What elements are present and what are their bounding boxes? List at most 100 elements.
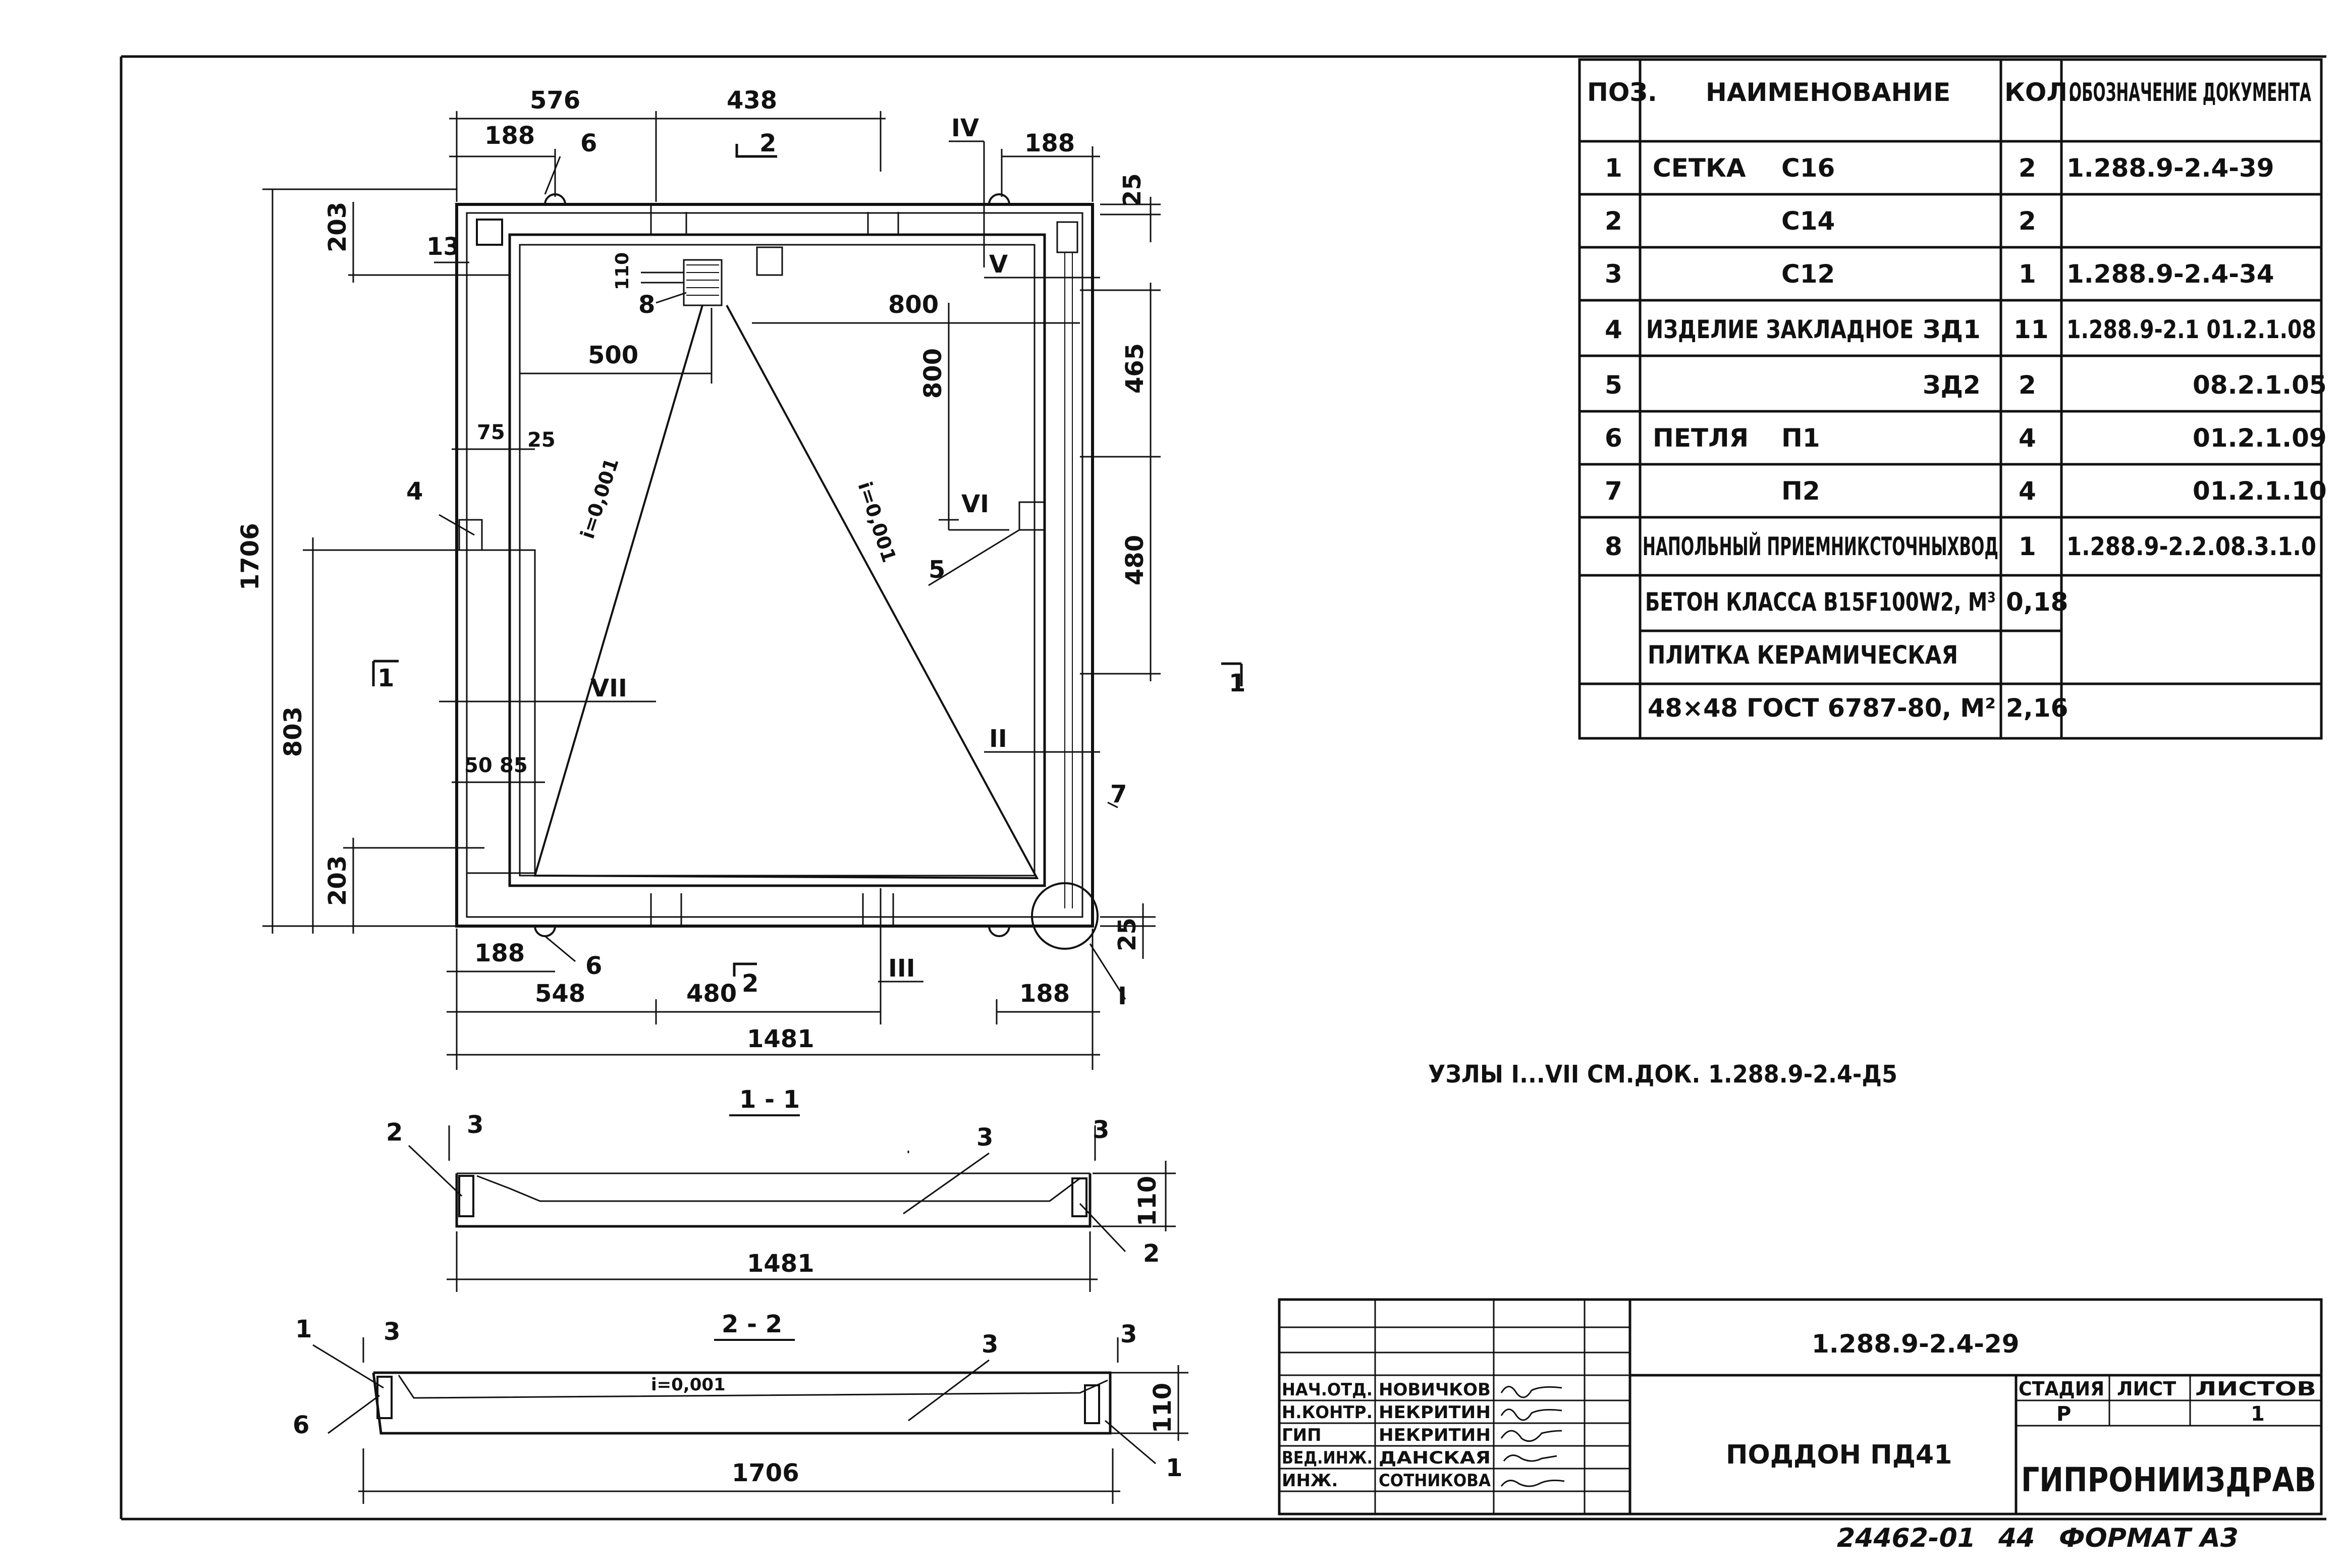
bom-row-qty: 2 [2019,370,2036,400]
bom-header-pos: ПОЗ. [1587,78,1657,107]
plan-dimension-lines [262,111,1161,1070]
signer-role: Н.КОНТР. [1282,1402,1373,1423]
callout-6-bottom: 6 [585,952,602,980]
callout-13: 13 [426,233,460,261]
sheet-label: ЛИСТ [2117,1378,2176,1400]
sheets-value: 1 [2251,1402,2265,1426]
bom-row-mark: ЗД2 [1923,370,1981,400]
dim-438: 438 [727,86,777,115]
bom-row-qty: 4 [2019,476,2036,506]
bom-rows: 1 СЕТКА С16 2 1.288.9-2.4-39 2 С14 2 3 С… [1605,153,2327,723]
bom-row-doc: 1.288.9-2.2.08.3.1.0 [2066,532,2316,561]
stage-value: Р [2056,1402,2071,1426]
organization-name: ГИПРОНИИЗДРАВ [2021,1461,2316,1499]
dim-110-plan: 110 [612,252,633,290]
bom-row-name: ИЗДЕЛИЕ ЗАКЛАДНОЕ [1646,315,1914,344]
callout-4: 4 [406,477,423,506]
callout-5: 5 [929,556,945,584]
signer-name: НЕКРИТИН [1379,1425,1491,1445]
bom-row-qty: 2 [2019,206,2036,236]
dim-3-s2-left: 3 [384,1318,400,1346]
slope-section-2-2: i=0,001 [651,1375,726,1395]
dim-803: 803 [279,707,307,757]
node-II: II [989,725,1007,753]
callout-6-top: 6 [580,129,597,157]
signer-role: ИНЖ. [1282,1471,1338,1491]
dim-25-top-right: 25 [1118,173,1147,207]
dim-50: 50 [464,754,493,777]
cut-mark-2-top: 2 [759,129,776,157]
dim-110-s2: 110 [1149,1383,1177,1433]
bom-row-name: СЕТКА [1653,153,1746,183]
signer-name: ДАНСКАЯ [1379,1448,1491,1468]
dim-1706-s2: 1706 [732,1459,799,1487]
dim-576: 576 [530,86,580,115]
callout-3: 3 [976,1123,993,1152]
dim-75: 75 [477,421,505,444]
doc-code: 1.288.9-2.4-29 [1812,1329,2020,1359]
section-1-1: 1 - 1 3 3 110 1481 2 3 2 [386,1086,1176,1292]
section-markers [372,140,1243,1000]
bom-row-name: ПЛИТКА КЕРАМИЧЕСКАЯ [1648,640,1958,670]
bom-row-doc: 01.2.1.09 [2193,423,2327,453]
callout-8: 8 [638,291,655,319]
signer-name: НОВИЧКОВ [1379,1380,1491,1400]
bom-row-qty: 2,16 [2006,693,2068,723]
dim-548: 548 [535,980,585,1008]
archive-number: 24462-01 [1837,1523,1976,1553]
dim-1481-plan: 1481 [747,1025,814,1053]
bom-row-qty: 1 [2019,259,2036,289]
dim-25-inner: 25 [527,428,556,452]
bom-table: ПОЗ. НАИМЕНОВАНИЕ КОЛ. ОБОЗНАЧЕНИЕ ДОКУМ… [1578,58,2327,740]
bom-row-qty: 1 [2019,532,2036,561]
bom-row-mark: П2 [1781,476,1820,506]
cut-mark-2-bottom: 2 [742,969,758,998]
bom-row-doc: 1.288.9-2.1 01.2.1.08 [2066,315,2316,344]
node-VII: VII [590,674,627,702]
cut-mark-1-left: 1 [377,664,394,692]
bom-row-name: НАПОЛЬНЫЙ ПРИЕМНИКСТОЧНЫХВОД [1643,531,1998,561]
callout-1-right: 1 [1166,1454,1182,1482]
dim-188-bottom-right: 188 [1019,980,1070,1008]
plan-labels: 576 438 188 188 188 548 480 188 1481 170… [236,86,1245,1053]
signer-role: ГИП [1282,1425,1322,1445]
sheet-frame [120,55,2326,1521]
dim-188-bottom-left: 188 [474,939,525,967]
sheets-label: ЛИСТОВ [2195,1378,2316,1400]
signers: НАЧ.ОТД. НОВИЧКОВ Н.КОНТР. НЕКРИТИН ГИП … [1282,1380,1491,1491]
bom-row-mark: ЗД1 [1923,315,1981,344]
dim-465: 465 [1121,343,1149,394]
bom-row-doc: 08.2.1.05 [2193,370,2327,400]
dim-203-bottom: 203 [323,855,352,906]
bom-row-doc: 1.288.9-2.4-39 [2066,153,2274,183]
bom-row-pos: 6 [1605,423,1622,453]
drawing-title: ПОДДОН ПД41 [1726,1440,1952,1470]
bom-row-qty: 4 [2019,423,2036,453]
bom-row-name: БЕТОН КЛАССА В15F100W2, М³ [1645,587,1996,617]
signer-role: ВЕД.ИНЖ. [1282,1448,1373,1468]
node-III: III [888,954,915,983]
dim-1706-left: 1706 [236,523,264,590]
dim-480-bottom: 480 [686,980,737,1008]
bom-row-mark: С14 [1781,206,1835,236]
bom-row-name: ПЕТЛЯ [1653,423,1749,453]
signer-name: СОТНИКОВА [1379,1471,1491,1491]
bom-row-doc: 1.288.9-2.4-34 [2066,259,2274,289]
bom-row-pos: 8 [1605,532,1622,561]
node-IV: IV [951,114,979,142]
dim-85: 85 [500,754,528,777]
plan-view [455,193,1099,950]
cut-mark-1-right: 1 [1229,669,1245,697]
bom-row-pos: 2 [1605,206,1622,236]
bom-row-pos: 5 [1605,370,1622,400]
callout-2-right: 2 [1143,1239,1160,1268]
sheet-number: 44 [1998,1523,2035,1553]
section-2-2-title: 2 - 2 [722,1310,782,1338]
bom-row-qty: 0,18 [2006,587,2068,617]
bom-row-pos: 1 [1605,153,1622,183]
signer-name: НЕКРИТИН [1379,1402,1491,1423]
bom-row-mark: С16 [1781,153,1835,183]
bom-row-pos: 7 [1605,476,1622,506]
bom-row-doc: 01.2.1.10 [2193,476,2327,506]
